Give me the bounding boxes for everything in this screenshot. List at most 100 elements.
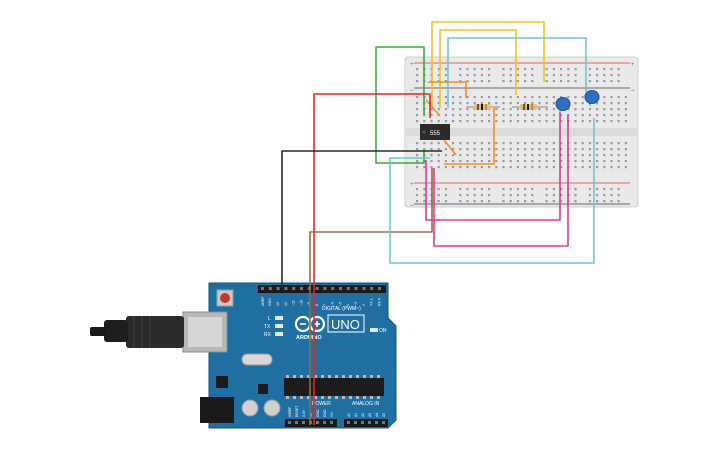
breadboard-hole[interactable] (603, 68, 606, 71)
breadboard-hole[interactable] (617, 188, 620, 191)
breadboard-hole[interactable] (581, 154, 584, 157)
breadboard-hole[interactable] (567, 68, 570, 71)
breadboard-hole[interactable] (488, 188, 491, 191)
breadboard-hole[interactable] (545, 166, 548, 169)
digital-pin-hole[interactable] (300, 287, 303, 290)
breadboard-hole[interactable] (437, 80, 440, 83)
breadboard-hole[interactable] (509, 188, 512, 191)
breadboard-hole[interactable] (509, 114, 512, 117)
breadboard-hole[interactable] (423, 194, 426, 197)
wire-magenta-1[interactable] (425, 112, 561, 221)
breadboard-hole[interactable] (560, 148, 563, 151)
breadboard-hole[interactable] (624, 160, 627, 163)
breadboard-hole[interactable] (466, 148, 469, 151)
breadboard-hole[interactable] (567, 80, 570, 83)
breadboard-hole[interactable] (516, 166, 519, 169)
breadboard-hole[interactable] (560, 142, 563, 145)
breadboard-hole[interactable] (545, 148, 548, 151)
breadboard-hole[interactable] (416, 200, 419, 203)
breadboard-hole[interactable] (509, 108, 512, 111)
breadboard-hole[interactable] (524, 166, 527, 169)
breadboard-hole[interactable] (610, 114, 613, 117)
breadboard-hole[interactable] (624, 148, 627, 151)
breadboard-hole[interactable] (459, 80, 462, 83)
breadboard-hole[interactable] (531, 166, 534, 169)
breadboard-hole[interactable] (624, 108, 627, 111)
breadboard-hole[interactable] (552, 74, 555, 77)
breadboard-hole[interactable] (423, 120, 426, 123)
breadboard-hole[interactable] (488, 148, 491, 151)
digital-pin-hole[interactable] (323, 287, 327, 290)
breadboard-hole[interactable] (588, 108, 591, 111)
breadboard-hole[interactable] (495, 102, 498, 105)
breadboard-hole[interactable] (596, 74, 599, 77)
breadboard-hole[interactable] (545, 80, 548, 83)
breadboard-hole[interactable] (538, 120, 541, 123)
breadboard-hole[interactable] (596, 194, 599, 197)
breadboard-hole[interactable] (560, 200, 563, 203)
breadboard-hole[interactable] (596, 160, 599, 163)
breadboard-hole[interactable] (509, 102, 512, 105)
breadboard-hole[interactable] (459, 96, 462, 99)
breadboard-hole[interactable] (480, 160, 483, 163)
breadboard-hole[interactable] (452, 160, 455, 163)
breadboard-hole[interactable] (538, 166, 541, 169)
breadboard-hole[interactable] (459, 68, 462, 71)
breadboard-hole[interactable] (624, 96, 627, 99)
breadboard-hole[interactable] (560, 194, 563, 197)
breadboard-hole[interactable] (516, 194, 519, 197)
breadboard-hole[interactable] (509, 74, 512, 77)
breadboard-hole[interactable] (596, 188, 599, 191)
breadboard-hole[interactable] (459, 74, 462, 77)
breadboard-hole[interactable] (416, 68, 419, 71)
breadboard-hole[interactable] (459, 148, 462, 151)
breadboard-hole[interactable] (466, 154, 469, 157)
breadboard-hole[interactable] (516, 68, 519, 71)
breadboard-hole[interactable] (416, 114, 419, 117)
breadboard-hole[interactable] (574, 96, 577, 99)
breadboard-hole[interactable] (473, 194, 476, 197)
breadboard-hole[interactable] (603, 80, 606, 83)
breadboard-hole[interactable] (473, 166, 476, 169)
wire-magenta-2[interactable] (433, 115, 569, 247)
breadboard-hole[interactable] (560, 80, 563, 83)
breadboard-hole[interactable] (624, 166, 627, 169)
analog-pin-hole[interactable] (354, 421, 357, 424)
breadboard-hole[interactable] (574, 160, 577, 163)
breadboard-hole[interactable] (416, 166, 419, 169)
breadboard-hole[interactable] (617, 102, 620, 105)
breadboard-hole[interactable] (466, 74, 469, 77)
breadboard-hole[interactable] (459, 200, 462, 203)
breadboard-hole[interactable] (524, 148, 527, 151)
breadboard-hole[interactable] (416, 160, 419, 163)
breadboard-hole[interactable] (574, 194, 577, 197)
breadboard-hole[interactable] (488, 194, 491, 197)
breadboard-hole[interactable] (588, 200, 591, 203)
breadboard-hole[interactable] (495, 142, 498, 145)
breadboard-hole[interactable] (502, 200, 505, 203)
breadboard-hole[interactable] (538, 142, 541, 145)
breadboard-hole[interactable] (495, 154, 498, 157)
wire-brown[interactable] (309, 168, 433, 425)
breadboard-hole[interactable] (617, 68, 620, 71)
digital-pin-hole[interactable] (268, 287, 272, 290)
breadboard-hole[interactable] (416, 80, 419, 83)
breadboard-hole[interactable] (452, 108, 455, 111)
breadboard-hole[interactable] (480, 102, 483, 105)
breadboard-hole[interactable] (516, 108, 519, 111)
breadboard-hole[interactable] (596, 148, 599, 151)
breadboard-hole[interactable] (603, 108, 606, 111)
breadboard-hole[interactable] (545, 114, 548, 117)
wire-red[interactable] (313, 93, 431, 425)
digital-pin-hole[interactable] (346, 287, 350, 290)
arduino-uno-board[interactable]: L TX RX ON DIGITAL (PWM~) POWER ANALOG I… (90, 282, 397, 429)
breadboard-hole[interactable] (516, 142, 519, 145)
breadboard-hole[interactable] (596, 120, 599, 123)
breadboard-hole[interactable] (552, 114, 555, 117)
breadboard-hole[interactable] (581, 166, 584, 169)
analog-pin-hole[interactable] (361, 421, 364, 424)
breadboard-hole[interactable] (466, 80, 469, 83)
breadboard-hole[interactable] (524, 200, 527, 203)
breadboard-hole[interactable] (596, 200, 599, 203)
breadboard-hole[interactable] (416, 74, 419, 77)
